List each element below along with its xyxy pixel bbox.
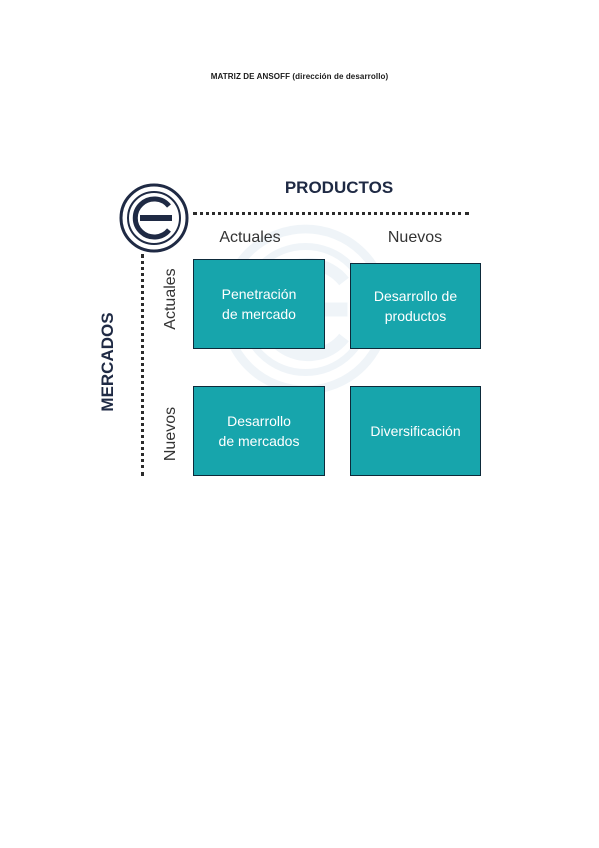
row-label-actuales: Actuales (162, 268, 179, 330)
markets-axis-line (141, 254, 144, 476)
cell-market-development: Desarrollo de mercados (193, 386, 325, 476)
circle-e-logo-icon (119, 183, 189, 253)
column-label-actuales: Actuales (219, 229, 281, 246)
cell-market-penetration: Penetración de mercado (193, 259, 325, 349)
products-axis-line (193, 212, 469, 215)
cell-product-development: Desarrollo de productos (350, 263, 481, 349)
column-label-nuevos: Nuevos (387, 229, 443, 246)
row-label-nuevos: Nuevos (162, 406, 179, 462)
document-title: MATRIZ DE ANSOFF (dirección de desarroll… (210, 72, 389, 81)
products-axis-title: PRODUCTOS (284, 178, 394, 197)
cell-diversification: Diversificación (350, 386, 481, 476)
markets-axis-title: MERCADOS (98, 312, 117, 412)
